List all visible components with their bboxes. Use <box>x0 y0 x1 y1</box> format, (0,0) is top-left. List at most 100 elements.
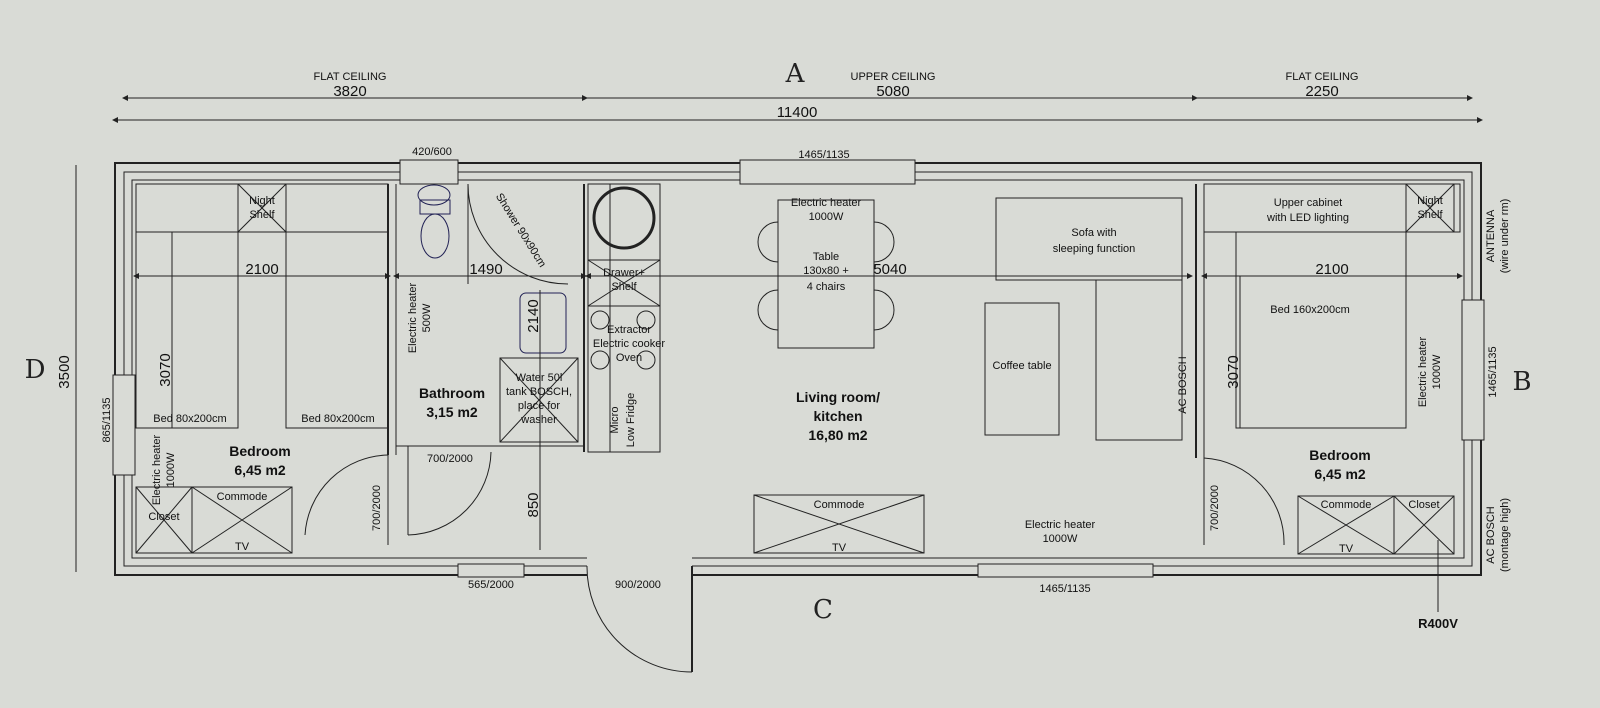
axis-label-d: D <box>25 355 46 385</box>
night-shelf-label: Night <box>1417 195 1443 207</box>
water-tank-label: washer <box>520 414 557 426</box>
antenna-note: ANTENNA <box>1485 209 1497 262</box>
table-label: 130x80 + <box>803 265 849 277</box>
bed-right-length: 3070 <box>1225 355 1242 388</box>
door-swing <box>304 454 389 536</box>
drawer-label: Drawer+ <box>603 267 645 279</box>
night-shelf-label: Night <box>249 195 275 207</box>
room-name: Bedroom <box>1309 447 1370 463</box>
living-commode <box>753 494 925 554</box>
window-bottom-bathroom-dim: 565/2000 <box>468 579 514 591</box>
bed-80-label: Bed 80x200cm <box>153 413 226 425</box>
toilet-icon <box>420 213 450 259</box>
cooker-label: Electric cooker <box>593 338 665 350</box>
sink-icon <box>519 292 567 354</box>
heater-left-power: 1000W <box>165 452 177 487</box>
total-length: 11400 <box>777 104 818 121</box>
door-dim: 700/2000 <box>427 453 473 465</box>
room-name: Bedroom <box>229 443 290 459</box>
window-left-bedroom-dim: 865/1135 <box>101 397 113 442</box>
ac-bosch-label: AC BOSCH <box>1177 356 1189 414</box>
double-bed <box>1235 231 1407 429</box>
night-shelf-label: Shelf <box>1417 209 1443 221</box>
bathroom-length: 2140 <box>525 299 542 332</box>
heater-bath-label: Electric heater <box>407 283 419 354</box>
closet-label: Closet <box>148 511 179 523</box>
shower-icon <box>467 183 569 285</box>
ceiling-middle-length: 5080 <box>876 83 909 100</box>
oven-label: Oven <box>616 352 642 364</box>
room-name: kitchen <box>813 408 862 424</box>
door-dim: 700/2000 <box>1209 485 1221 531</box>
power-note: R400V <box>1418 616 1458 631</box>
door-swing <box>1203 457 1285 546</box>
water-tank-label: place for <box>518 400 561 412</box>
dining-table <box>777 199 875 349</box>
window-top-living-dim: 1465/1135 <box>798 149 849 161</box>
top-dimensions: FLAT CEILING 3820 UPPER CEILING 5080 FLA… <box>112 71 1483 123</box>
coffee-table <box>984 302 1060 436</box>
heater-top-power: 1000W <box>809 211 844 223</box>
heater-right-power: 1000W <box>1431 354 1443 389</box>
axis-label-c: C <box>813 595 833 625</box>
bed-left-length: 3070 <box>157 353 174 386</box>
commode-label: Commode <box>217 491 268 503</box>
sofa-label: Sofa with <box>1071 227 1116 239</box>
table-label: 4 chairs <box>807 281 846 293</box>
heater-top-label: Electric heater <box>791 197 862 209</box>
bathroom-width: 1490 <box>469 261 502 278</box>
entrance-door-dim: 900/2000 <box>615 579 661 591</box>
ac-note: AC BOSCH <box>1485 506 1497 564</box>
room-area: 6,45 m2 <box>234 462 286 478</box>
bed-80-label: Bed 80x200cm <box>301 413 374 425</box>
table-label: Table <box>813 251 839 263</box>
dim-850: 850 <box>525 492 542 517</box>
bed-right-width: 2100 <box>1315 261 1348 278</box>
heater-bottom-power: 1000W <box>1043 533 1078 545</box>
height-dimension: 3500 <box>56 355 73 388</box>
coffee-table-label: Coffee table <box>992 360 1051 372</box>
tv-label: TV <box>1339 543 1354 555</box>
commode-label: Commode <box>814 499 865 511</box>
closet-label: Closet <box>1408 499 1439 511</box>
micro-label: Micro <box>609 407 621 434</box>
heater-bottom-label: Electric heater <box>1025 519 1096 531</box>
ceiling-left-length: 3820 <box>333 83 366 100</box>
window-bottom-living <box>977 563 1154 578</box>
tv-label: TV <box>832 542 847 554</box>
bed-160-label: Bed 160x200cm <box>1270 304 1350 316</box>
window-top-bathroom <box>399 159 459 185</box>
upper-cabinet-label: with LED lighting <box>1266 212 1349 224</box>
right-bedroom: Night Shelf Upper cabinet with LED light… <box>1195 183 1463 555</box>
night-shelf-label: Shelf <box>249 209 275 221</box>
room-name: Bathroom <box>419 385 485 401</box>
door-dim: 700/2000 <box>371 485 383 531</box>
room-area: 16,80 m2 <box>808 427 867 443</box>
sofa-label: sleeping function <box>1053 243 1136 255</box>
commode-label: Commode <box>1321 499 1372 511</box>
ac-note: (montage high) <box>1499 498 1511 572</box>
sofa <box>995 197 1183 281</box>
window-right-bedroom-dim: 1465/1135 <box>1487 346 1499 397</box>
bathroom: Shower 90x90cm 1490 2140 Electric heater… <box>393 183 587 550</box>
heater-bath-power: 500W <box>421 303 433 332</box>
living-width: 5040 <box>873 261 906 278</box>
extractor-label: Extractor <box>607 324 651 336</box>
window-top-living <box>739 159 916 185</box>
outer-walls <box>114 162 1482 576</box>
ceiling-left-label: FLAT CEILING <box>314 71 387 83</box>
window-top-bathroom-dim: 420/600 <box>412 146 452 158</box>
upper-cabinet-label: Upper cabinet <box>1274 197 1343 209</box>
ceiling-middle-label: UPPER CEILING <box>851 71 936 83</box>
heater-right-label: Electric heater <box>1417 337 1429 408</box>
window-bottom-bathroom <box>457 563 525 578</box>
heater-left-label: Electric heater <box>151 435 163 506</box>
window-right-bedroom <box>1461 299 1485 441</box>
left-bedroom: Night Shelf 2100 3070 Bed 80x200cm Bed 8… <box>133 183 397 554</box>
room-name: Living room/ <box>796 389 880 405</box>
antenna-note: (wire under rm) <box>1499 199 1511 274</box>
room-area: 3,15 m2 <box>426 404 478 420</box>
door-swing <box>407 451 492 536</box>
room-area: 6,45 m2 <box>1314 466 1366 482</box>
